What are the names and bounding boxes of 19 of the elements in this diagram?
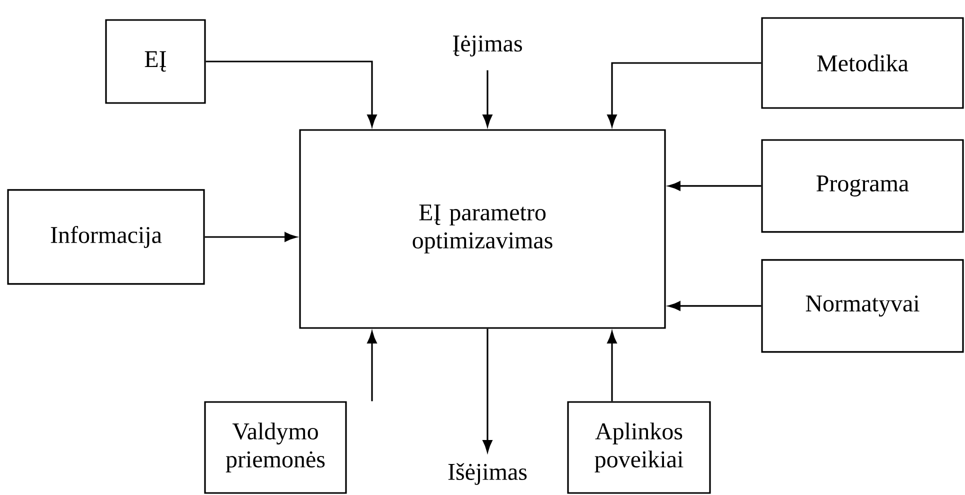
process-box: EĮ (105, 19, 206, 104)
process-box: Metodika (761, 17, 964, 109)
arrow (668, 181, 762, 191)
arrow (367, 331, 377, 402)
process-box: EĮ parametro optimizavimas (299, 129, 666, 329)
arrow (482, 328, 492, 452)
arrow (607, 331, 617, 402)
process-box: Normatyvai (761, 259, 964, 353)
arrow (607, 62, 762, 127)
process-box: Valdymo priemonės (204, 401, 347, 494)
process-box: Aplinkos poveikiai (567, 401, 711, 494)
arrow (482, 70, 492, 127)
arrow (204, 232, 297, 242)
process-box: Programa (761, 139, 964, 233)
process-box: Informacija (7, 189, 205, 285)
bare-label: Įėjimas (453, 36, 522, 56)
arrow (668, 301, 762, 311)
bare-label: Išėjimas (448, 463, 527, 485)
arrow (206, 60, 377, 127)
